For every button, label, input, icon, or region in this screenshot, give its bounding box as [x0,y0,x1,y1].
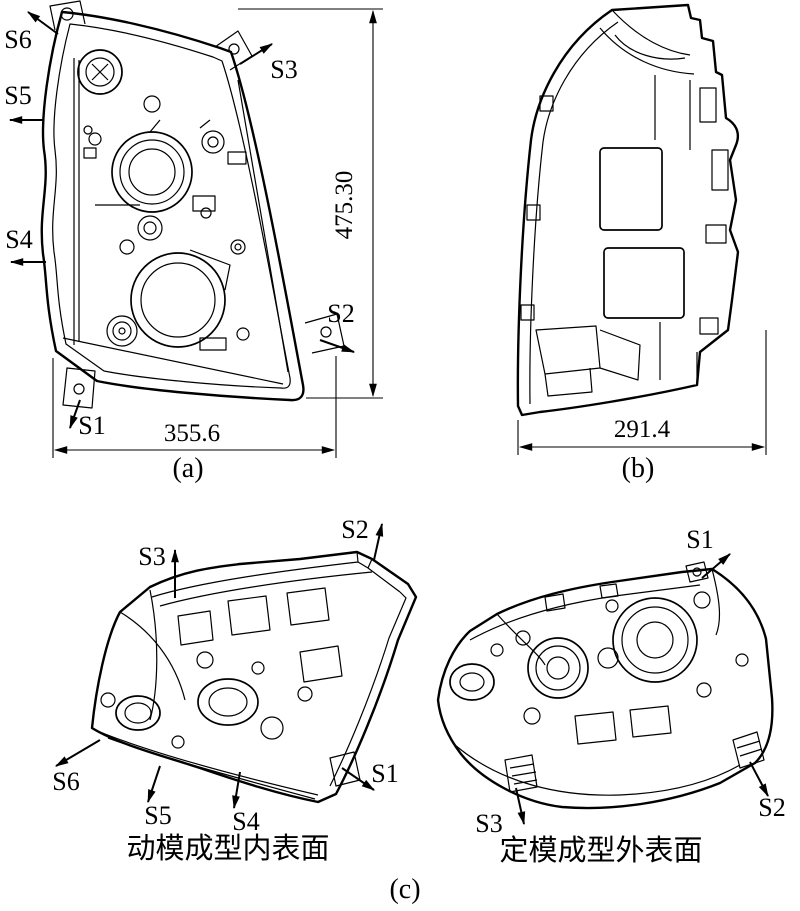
surface-label-s4-view-a: S4 [5,225,32,254]
panel-label-c: (c) [389,874,420,905]
view-a-outer-outline [40,10,305,402]
view-a-front-view: S6 S3 S5 S4 S1 S2 475.30 355.6 (a) [4,0,383,484]
arrow-s1-view-c-right [701,553,731,579]
view-a-internal-features [62,49,289,385]
dim-value-side-depth: 291.4 [614,416,671,443]
view-c-left-outline [90,550,418,804]
arrow-s1-view-c-left [341,767,375,791]
dim-value-front-height: 475.30 [331,171,358,240]
arrow-s6-view-c-left [55,739,101,767]
surface-label-s5-view-a: S5 [4,81,31,110]
arrow-s6-view-a [27,11,59,35]
view-c-right-surface-arrows: S1 S2 S3 [475,525,785,838]
surface-label-s3-view-c-right: S3 [475,809,502,838]
view-b-internal-features [520,9,729,397]
view-c-right-isometric: S1 S2 S3 定模成型外表面 [436,525,786,867]
view-c-right-internal-features [449,561,765,796]
arrow-s5-view-c-left [147,765,161,804]
view-b-dimensions: 291.4 [517,330,767,455]
arrow-s2-view-c-right [749,761,769,797]
view-c-left-isometric: S3 S2 S6 S5 S4 S1 动模成型内表面 [52,515,418,865]
surface-label-s5-view-c-left: S5 [144,801,171,830]
view-b-side-view: 291.4 (b) [516,3,767,484]
surface-label-s6-view-c-left: S6 [52,767,79,796]
view-a-dimensions: 475.30 355.6 [52,8,383,458]
surface-label-s1-view-c-right: S1 [686,525,713,554]
arrow-s2-view-a [319,339,356,353]
view-b-inner-rim [529,21,619,405]
arrow-s3-view-c-right [515,787,526,826]
arrow-s2-view-c-left [373,522,384,561]
surface-label-s3-view-a: S3 [270,55,297,84]
surface-label-s3-view-c-left: S3 [138,542,165,571]
arrow-s4-view-c-left [232,771,241,810]
surface-label-s1-view-c-left: S1 [371,759,398,788]
view-c-left-surface-arrows: S3 S2 S6 S5 S4 S1 [52,515,398,836]
panel-label-a: (a) [172,453,203,484]
view-c-right-outline [436,567,774,810]
surface-label-s6-view-a: S6 [4,25,31,54]
view-a-mount-tabs [49,0,345,409]
view-a-surface-arrows: S6 S3 S5 S4 S1 S2 [4,11,356,440]
view-c-left-internal-features [99,551,407,800]
surface-label-s2-view-a: S2 [327,299,354,328]
dim-value-front-width: 355.6 [164,420,220,447]
surface-label-s2-view-c-left: S2 [341,515,368,544]
view-b-outer-outline [516,3,740,417]
caption-fixed-mold-outer: 定模成型外表面 [499,833,702,867]
arrow-s1-view-a [69,399,81,430]
surface-label-s2-view-c-right: S2 [758,793,785,822]
arrow-s3-view-a [239,43,273,65]
caption-moving-mold-inner: 动模成型内表面 [126,831,329,865]
surface-label-s1-view-a: S1 [78,411,105,440]
panel-label-b: (b) [622,453,655,484]
surface-label-s4-view-c-left: S4 [232,807,259,836]
view-a-inner-rim [52,23,291,389]
